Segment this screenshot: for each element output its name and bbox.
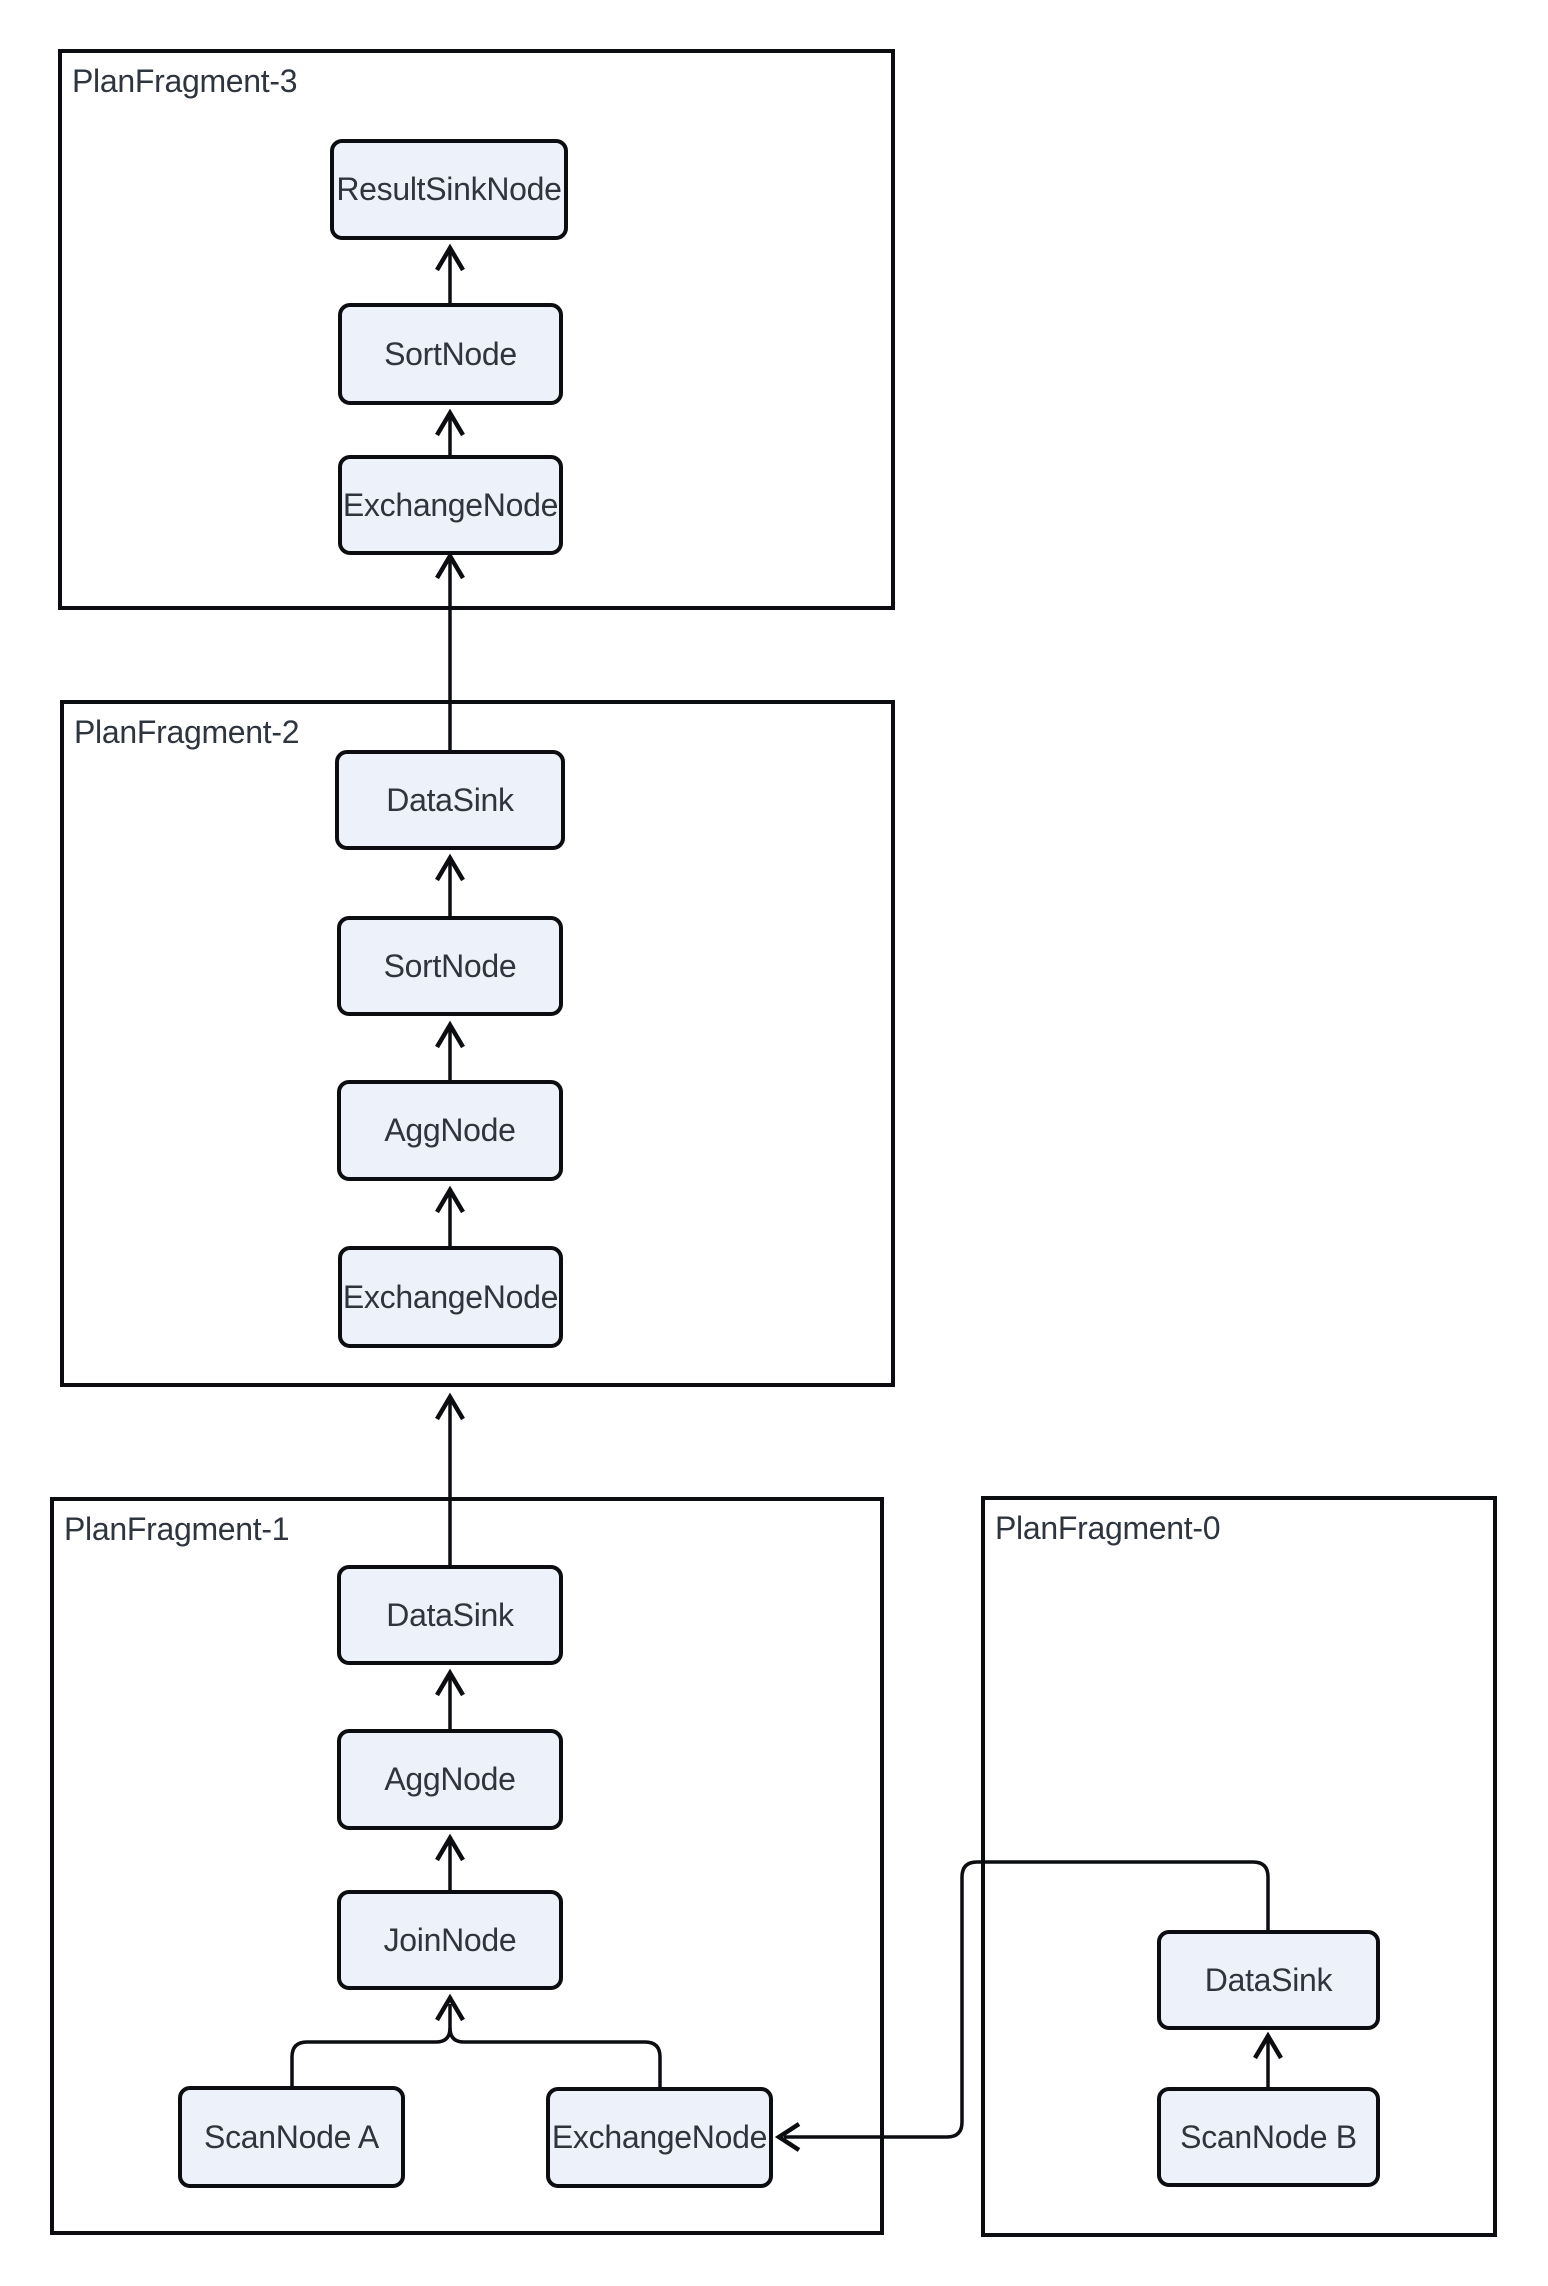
node-exchangenode-pf3: ExchangeNode [338, 455, 563, 555]
node-datasink-pf2: DataSink [335, 750, 565, 850]
fragment-planfragment-2: PlanFragment-2 DataSink SortNode AggNode… [60, 700, 895, 1387]
fragment-planfragment-1: PlanFragment-1 DataSink AggNode JoinNode… [50, 1497, 884, 2235]
node-joinnode: JoinNode [337, 1890, 563, 1990]
node-resultsinknode: ResultSinkNode [330, 139, 568, 240]
fragment-title: PlanFragment-2 [74, 714, 300, 750]
node-sortnode-pf2: SortNode [337, 916, 563, 1016]
node-scannode-a: ScanNode A [178, 2086, 405, 2188]
node-aggnode-pf2: AggNode [337, 1080, 563, 1181]
arrow-up-icon [435, 1392, 465, 1421]
node-exchangenode-pf1: ExchangeNode [546, 2087, 773, 2188]
node-datasink-pf0: DataSink [1157, 1930, 1380, 2030]
fragment-planfragment-3: PlanFragment-3 ResultSinkNode SortNode E… [58, 49, 895, 610]
node-datasink-pf1: DataSink [337, 1565, 563, 1665]
fragment-title: PlanFragment-1 [64, 1511, 290, 1547]
node-exchangenode-pf2: ExchangeNode [338, 1246, 563, 1348]
node-scannode-b: ScanNode B [1157, 2087, 1380, 2187]
fragment-planfragment-0: PlanFragment-0 DataSink ScanNode B [981, 1496, 1497, 2237]
fragment-title: PlanFragment-3 [72, 63, 298, 99]
node-sortnode-pf3: SortNode [338, 303, 563, 405]
node-aggnode-pf1: AggNode [337, 1729, 563, 1830]
fragment-title: PlanFragment-0 [995, 1510, 1221, 1546]
